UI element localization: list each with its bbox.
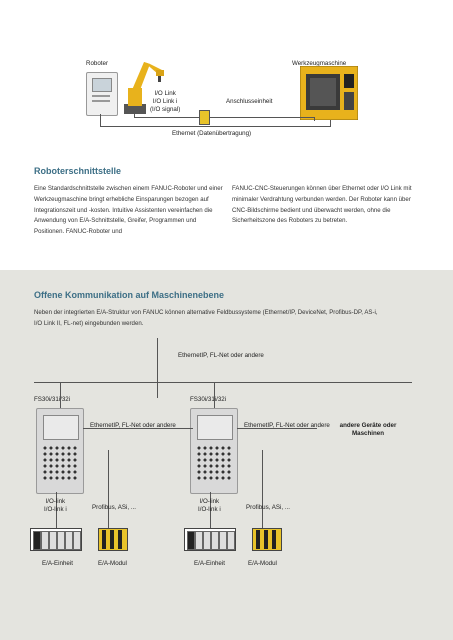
cnc-right-label: FS30i/31i/32i [190, 396, 227, 403]
bus-label: EthernetIP, FL-Net oder andere [178, 352, 264, 359]
io-module-left [98, 528, 128, 551]
bus-vertical-line [157, 338, 158, 398]
other-devices-label: andere Geräte oder Maschinen [339, 422, 397, 437]
io-unit-left [30, 528, 82, 551]
machine-label: Werkzeugmaschine [292, 60, 347, 67]
ethernet-label: Ethernet (Datenübertragung) [172, 130, 252, 137]
link-line-left [83, 428, 193, 429]
drop-line-left [60, 382, 61, 408]
unit-left-label: E/A-Einheit [42, 560, 73, 567]
grey-section: Offene Kommunikation auf Maschinenebene … [0, 270, 453, 640]
link-left-label: EthernetIP, FL-Net oder andere [90, 422, 176, 429]
io-link-label: I/O Link I/O Link i (I/O signal) [150, 90, 181, 113]
io-unit-right [184, 528, 236, 551]
section2-heading: Offene Kommunikation auf Maschinenebene [34, 290, 225, 300]
link-line-right [237, 428, 317, 429]
io-down-line-left [56, 492, 57, 528]
profibus-left-label: Profibus, ASi, ... [92, 504, 137, 511]
io-module-right [252, 528, 282, 551]
profibus-right-label: Profibus, ASi, ... [246, 504, 291, 511]
io-down-line-right [210, 492, 211, 528]
robot-arm-image [124, 62, 164, 114]
section1-left-text: Eine Standardschnittstelle zwischen eine… [34, 185, 223, 236]
cnc-right-unit [190, 408, 238, 494]
link-right-label: EthernetIP, FL-Net oder andere [244, 422, 330, 429]
cnc-left-label: FS30i/31i/32i [34, 396, 71, 403]
io-line-right-up [314, 117, 315, 121]
bus-horizontal-line [34, 382, 412, 383]
robot-label: Roboter [86, 60, 109, 67]
io-line-right [208, 117, 314, 118]
io-right-label: I/O-link I/O-link i [198, 498, 221, 513]
io-left-label: I/O-link I/O-link i [44, 498, 67, 513]
io-line [134, 117, 200, 118]
unit-right-label: E/A-Einheit [194, 560, 225, 567]
robot-controller-image [86, 72, 118, 116]
module-left-label: E/A-Modul [98, 560, 127, 567]
module-right-label: E/A-Modul [248, 560, 277, 567]
profibus-down-line-right [262, 450, 263, 528]
drop-line-right [214, 382, 215, 408]
section1-heading: Roboterschnittstelle [34, 166, 122, 176]
ethernet-line [100, 126, 330, 127]
io-line-left-drop [134, 112, 135, 118]
unit-label: Anschlusseinheit [226, 98, 273, 105]
machine-tool-image [300, 66, 358, 120]
section2-text: Neben der integrierten E/A-Struktur von … [34, 309, 378, 327]
top-section: Roboter Werkzeugmaschine I/O Link I/O Li… [0, 0, 453, 270]
cnc-left-unit [36, 408, 84, 494]
connection-unit-icon [199, 110, 210, 125]
profibus-down-line-left [108, 450, 109, 528]
ethernet-line-left [100, 114, 101, 127]
ethernet-line-right [330, 120, 331, 127]
section1-right-text: FANUC-CNC-Steuerungen können über Ethern… [232, 185, 412, 225]
